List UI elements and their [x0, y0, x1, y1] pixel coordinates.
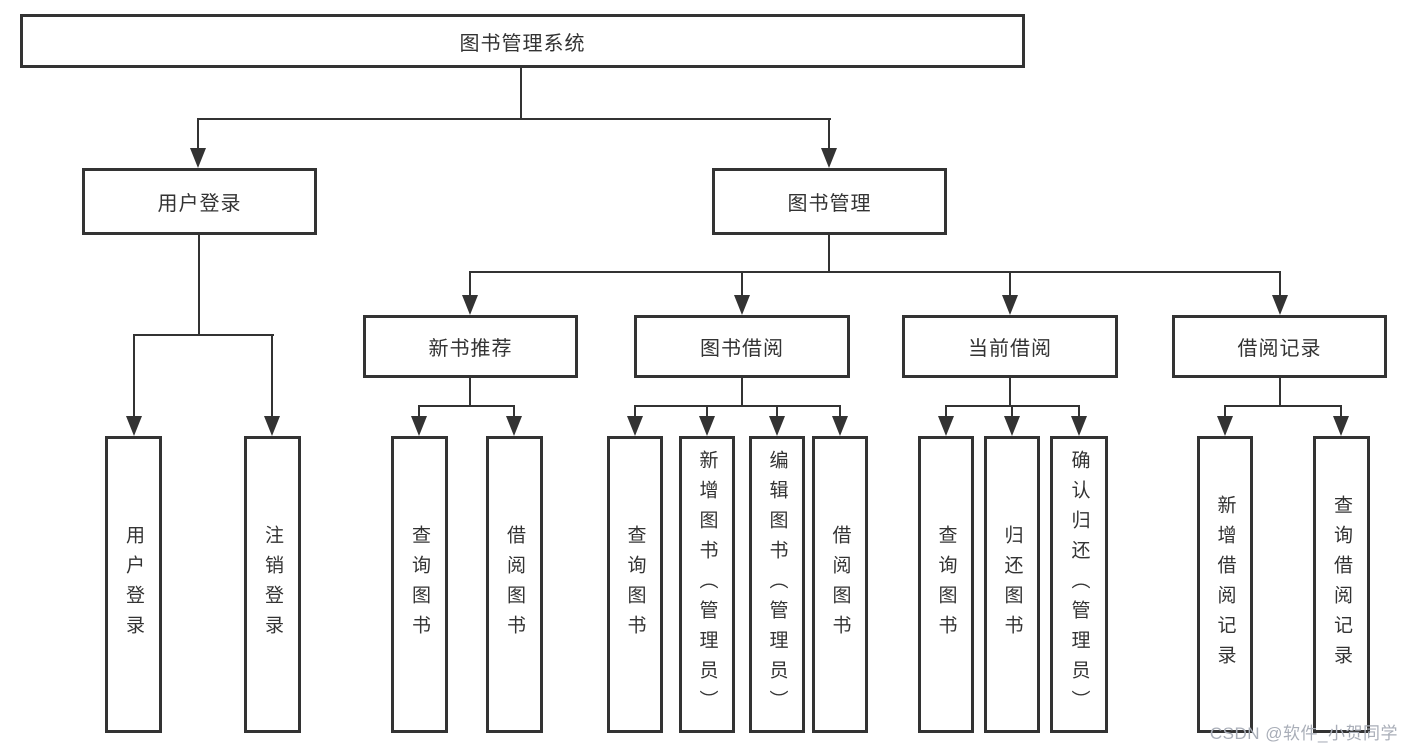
- connector-shaft-borrow-records: [1279, 271, 1281, 297]
- arrowhead-current-borrow: [1002, 295, 1018, 315]
- connector-book-borrow-drop: [741, 378, 743, 407]
- leaf-query-books-borrow: 查询图书: [607, 436, 663, 733]
- leaf-edit-books-admin: 编辑图书（管理员）: [749, 436, 805, 733]
- connector-book-mgmt-drop: [828, 235, 830, 273]
- arrowhead-leaf: [769, 416, 785, 436]
- connector-leaf-shaft: [1011, 405, 1013, 419]
- arrowhead-leaf: [411, 416, 427, 436]
- arrowhead-leaf-user-login: [126, 416, 142, 436]
- node-book-management: 图书管理: [712, 168, 947, 235]
- connector-user-login-drop: [198, 235, 200, 336]
- arrowhead-leaf: [1071, 416, 1087, 436]
- connector-borrow-records-split: [1224, 405, 1341, 407]
- node-root: 图书管理系统: [20, 14, 1025, 68]
- node-current-borrow-label: 当前借阅: [968, 338, 1052, 360]
- leaf-confirm-return-admin-label: 确认归还（管理员）: [1068, 449, 1090, 720]
- leaf-borrow-books-recommend-label: 借阅图书: [504, 524, 525, 645]
- arrowhead-leaf: [1333, 416, 1349, 436]
- leaf-query-books-recommend: 查询图书: [391, 436, 448, 733]
- connector-leaf-shaft: [634, 405, 636, 419]
- leaf-query-borrow-record: 查询借阅记录: [1313, 436, 1370, 733]
- arrowhead-leaf: [832, 416, 848, 436]
- leaf-return-books: 归还图书: [984, 436, 1040, 733]
- connector-book-borrow-split: [634, 405, 840, 407]
- node-user-login: 用户登录: [82, 168, 317, 235]
- arrowhead-leaf: [1217, 416, 1233, 436]
- connector-leaf-shaft: [706, 405, 708, 419]
- leaf-query-books-recommend-label: 查询图书: [409, 524, 430, 645]
- connector-leaf-shaft: [776, 405, 778, 419]
- connector-shaft-book-borrow: [741, 271, 743, 297]
- connector-user-login-shaft: [197, 118, 199, 151]
- connector-current-borrow-drop: [1009, 378, 1011, 407]
- connector-user-login-split: [133, 334, 274, 336]
- arrowhead-new-book-recommend: [462, 295, 478, 315]
- leaf-return-books-label: 归还图书: [1001, 524, 1023, 645]
- leaf-query-books-current-label: 查询图书: [935, 524, 957, 645]
- connector-leaf-shaft: [1078, 405, 1080, 419]
- node-current-borrow: 当前借阅: [902, 315, 1118, 378]
- connector-shaft-new-book: [469, 271, 471, 297]
- leaf-logout-label: 注销登录: [262, 524, 283, 645]
- node-root-label: 图书管理系统: [459, 32, 586, 55]
- connector-shaft-current-borrow: [1009, 271, 1011, 297]
- leaf-logout: 注销登录: [244, 436, 301, 733]
- node-book-borrow: 图书借阅: [634, 315, 850, 378]
- connector-leaf-shaft: [1340, 405, 1342, 419]
- arrowhead-book-mgmt: [821, 148, 837, 168]
- node-borrow-records-label: 借阅记录: [1237, 338, 1322, 360]
- leaf-add-borrow-record-label: 新增借阅记录: [1214, 494, 1236, 675]
- leaf-borrow-books-recommend: 借阅图书: [486, 436, 543, 733]
- node-borrow-records: 借阅记录: [1172, 315, 1387, 378]
- leaf-add-books-admin: 新增图书（管理员）: [679, 436, 735, 733]
- leaf-user-login-label: 用户登录: [123, 524, 144, 645]
- connector-borrow-records-drop: [1279, 378, 1281, 407]
- connector-new-book-split: [418, 405, 515, 407]
- arrowhead-leaf: [1004, 416, 1020, 436]
- connector-new-book-drop: [469, 378, 471, 407]
- connector-leaf-shaft: [945, 405, 947, 419]
- connector-leaf-shaft: [839, 405, 841, 419]
- node-book-borrow-label: 图书借阅: [700, 338, 784, 360]
- connector-leaf-shaft: [133, 334, 135, 419]
- node-book-management-label: 图书管理: [787, 193, 872, 215]
- watermark: CSDN @软件_小贺同学: [1209, 724, 1398, 743]
- arrowhead-borrow-records: [1272, 295, 1288, 315]
- leaf-confirm-return-admin: 确认归还（管理员）: [1050, 436, 1108, 733]
- leaf-edit-books-admin-label: 编辑图书（管理员）: [766, 449, 788, 720]
- arrowhead-leaf: [699, 416, 715, 436]
- connector-book-mgmt-shaft: [828, 118, 830, 151]
- arrowhead-leaf: [627, 416, 643, 436]
- connector-level2-split: [197, 118, 831, 120]
- leaf-query-borrow-record-label: 查询借阅记录: [1331, 494, 1352, 675]
- connector-root-drop: [520, 68, 522, 119]
- connector-level3-split: [469, 271, 1281, 273]
- leaf-query-books-borrow-label: 查询图书: [624, 524, 646, 645]
- node-new-book-recommend: 新书推荐: [363, 315, 578, 378]
- node-user-login-label: 用户登录: [157, 193, 242, 215]
- connector-leaf-shaft: [513, 405, 515, 419]
- leaf-borrow-books-label: 借阅图书: [829, 524, 851, 645]
- arrowhead-user-login: [190, 148, 206, 168]
- leaf-add-borrow-record: 新增借阅记录: [1197, 436, 1253, 733]
- connector-leaf-shaft: [1224, 405, 1226, 419]
- leaf-user-login: 用户登录: [105, 436, 162, 733]
- connector-leaf-shaft: [418, 405, 420, 419]
- node-new-book-recommend-label: 新书推荐: [428, 338, 513, 360]
- arrowhead-leaf: [506, 416, 522, 436]
- arrowhead-leaf: [938, 416, 954, 436]
- arrowhead-book-borrow: [734, 295, 750, 315]
- arrowhead-leaf-logout: [264, 416, 280, 436]
- connector-leaf-shaft: [271, 334, 273, 419]
- leaf-borrow-books: 借阅图书: [812, 436, 868, 733]
- leaf-query-books-current: 查询图书: [918, 436, 974, 733]
- leaf-add-books-admin-label: 新增图书（管理员）: [696, 449, 718, 720]
